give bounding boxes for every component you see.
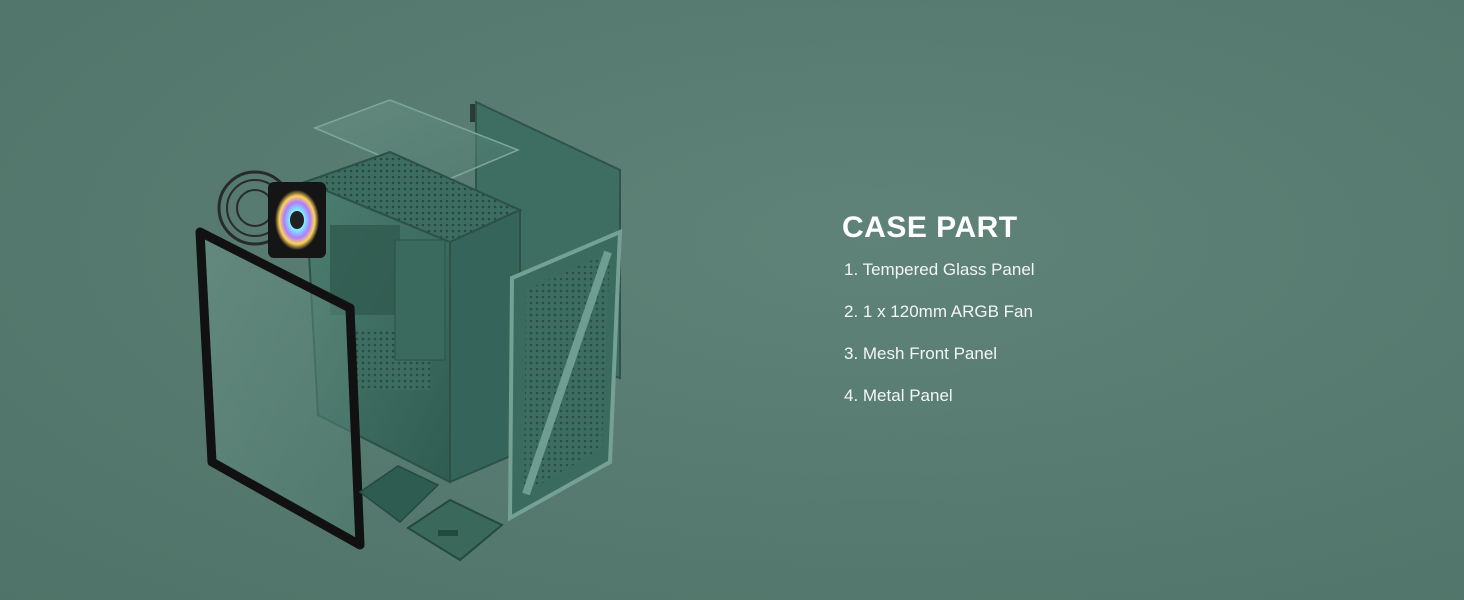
psu-cover-plate bbox=[358, 465, 440, 523]
list-item: 2. 1 x 120mm ARGB Fan bbox=[844, 302, 1033, 321]
list-item: 3. Mesh Front Panel bbox=[844, 344, 998, 363]
list-item: 1. Tempered Glass Panel bbox=[844, 260, 1035, 279]
drive-cage bbox=[406, 498, 504, 562]
section-title: CASE PART bbox=[842, 211, 1018, 244]
list-item: 4. Metal Panel bbox=[844, 386, 953, 405]
case-part-info: CASE PART 1. Tempered Glass Panel 2. 1 x… bbox=[842, 210, 1035, 428]
part-list: 1. Tempered Glass Panel 2. 1 x 120mm ARG… bbox=[842, 260, 1035, 406]
mesh-front-panel bbox=[507, 228, 623, 522]
exploded-case-illustration bbox=[195, 99, 623, 562]
tempered-glass-panel bbox=[195, 227, 365, 550]
argb-fan bbox=[217, 170, 326, 258]
case-body bbox=[302, 150, 523, 484]
